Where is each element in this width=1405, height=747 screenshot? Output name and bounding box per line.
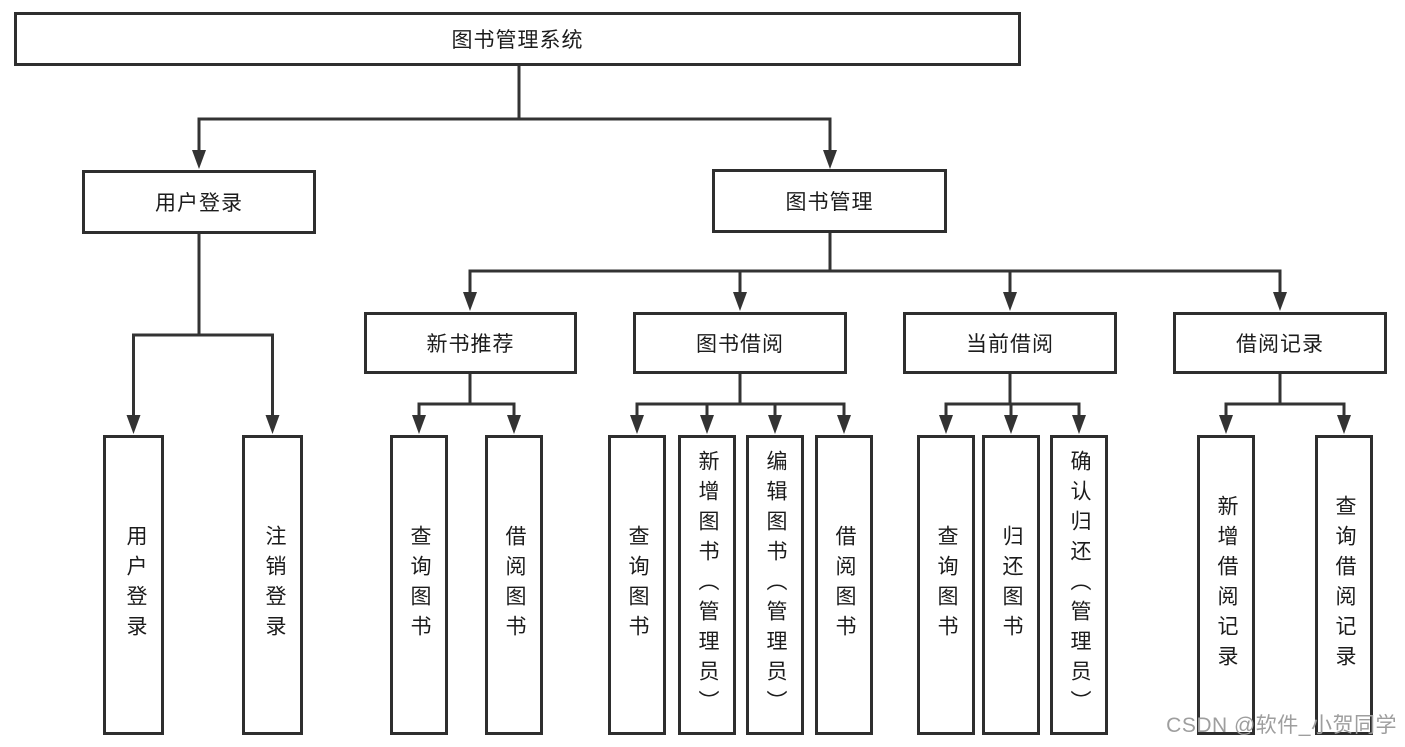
leaf-borrow-edit-books-admin: 编辑图书（管理员） (746, 435, 804, 735)
arrowhead-icons (126, 150, 1351, 434)
leaf-records-query-record: 查询借阅记录 (1315, 435, 1373, 735)
node-book-management: 图书管理 (712, 169, 947, 233)
leaf-logout: 注销登录 (242, 435, 303, 735)
node-current-borrow: 当前借阅 (903, 312, 1117, 374)
node-user-login: 用户登录 (82, 170, 316, 234)
connector-edges (132, 66, 1346, 417)
node-book-borrow: 图书借阅 (633, 312, 847, 374)
csdn-watermark: CSDN @软件_小贺同学 (1166, 714, 1397, 737)
leaf-borrow-add-books-admin: 新增图书（管理员） (678, 435, 736, 735)
leaf-current-return-books: 归还图书 (982, 435, 1040, 735)
node-borrow-records: 借阅记录 (1173, 312, 1387, 374)
leaf-records-add-record: 新增借阅记录 (1197, 435, 1255, 735)
leaf-borrow-query-books: 查询图书 (608, 435, 666, 735)
leaf-newbook-borrow-books: 借阅图书 (485, 435, 543, 735)
leaf-newbook-query-books: 查询图书 (390, 435, 448, 735)
leaf-current-confirm-return-admin: 确认归还（管理员） (1050, 435, 1108, 735)
leaf-user-login: 用户登录 (103, 435, 164, 735)
node-system-root: 图书管理系统 (14, 12, 1021, 66)
leaf-borrow-borrow-books: 借阅图书 (815, 435, 873, 735)
node-new-book-recommend: 新书推荐 (364, 312, 577, 374)
leaf-current-query-books: 查询图书 (917, 435, 975, 735)
